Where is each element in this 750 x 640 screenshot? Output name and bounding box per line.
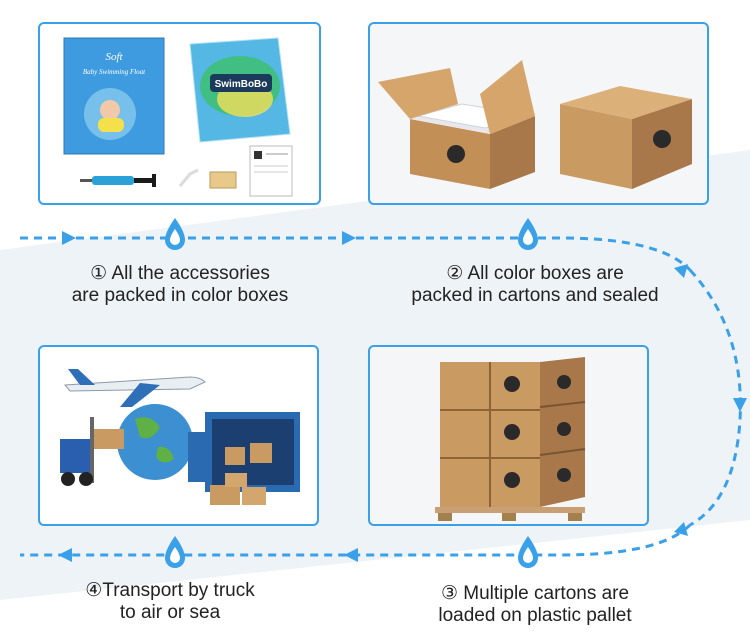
repair-kit: [209, 171, 237, 189]
airplane-icon: [63, 369, 206, 407]
step2-line2: packed in cartons and sealed: [411, 285, 659, 306]
arrow-left-icon: [344, 548, 358, 562]
logo-icon: [447, 145, 465, 163]
pallet-illustration: [435, 357, 586, 521]
step1-image-panel: Soft Baby Swimming Float SwimBoBo: [38, 22, 321, 205]
step4-line1: ④Transport by truck: [40, 580, 300, 602]
qr-code: [254, 151, 262, 159]
step3-image-panel: [368, 345, 649, 526]
arrow-left-icon: [58, 548, 72, 562]
boxes-stack: [210, 473, 266, 505]
product-bag: SwimBoBo: [189, 37, 291, 143]
water-drop-icon: [165, 536, 185, 568]
forklift-icon: [60, 417, 124, 486]
logo-icon: [504, 424, 520, 440]
color-box: Soft Baby Swimming Float: [63, 37, 165, 155]
carton-stack: [440, 357, 586, 507]
top-flow-line: [20, 236, 692, 272]
logo-icon: [557, 422, 571, 436]
globe-icon: [117, 404, 193, 480]
bottom-flow-line: [20, 523, 692, 557]
step4-line2: to air or sea: [119, 602, 221, 623]
arrow-down-icon: [733, 398, 747, 412]
logo-icon: [557, 468, 571, 482]
step1-number: ①: [90, 263, 108, 284]
arrow-right-icon: [342, 231, 356, 245]
transport-illustration: [60, 369, 300, 505]
water-drop-icon: [165, 218, 185, 250]
logo-icon: [653, 130, 671, 148]
step4-image-panel: [38, 345, 319, 526]
truck-icon: [188, 412, 300, 492]
step2-text: All color boxes are: [467, 263, 624, 284]
box-title: Soft: [105, 51, 123, 63]
air-pump: [80, 174, 156, 187]
step2-caption: ② All color boxes are packed in cartons …: [380, 263, 690, 307]
step1-text: All the accessories: [111, 263, 270, 284]
bag-brand: SwimBoBo: [215, 79, 268, 90]
step4-text: Transport by truck: [102, 580, 255, 601]
logo-icon: [504, 376, 520, 392]
logo-icon: [557, 375, 571, 389]
step3-number: ③: [440, 583, 458, 604]
accessories-illustration: Soft Baby Swimming Float SwimBoBo: [63, 37, 293, 197]
open-carton: [378, 60, 535, 189]
step3-caption: ③ Multiple cartons are loaded on plastic…: [400, 583, 670, 627]
step4-number: ④: [85, 580, 103, 601]
arrow-right-icon: [62, 231, 76, 245]
step1-line1: ① All the accessories: [30, 263, 330, 285]
tube: [178, 168, 199, 187]
step2-line1: ② All color boxes are: [380, 263, 690, 285]
step1-caption: ① All the accessories are packed in colo…: [30, 263, 330, 307]
water-drop-icon: [518, 536, 538, 568]
cartons-illustration: [378, 60, 692, 189]
step4-caption: ④Transport by truck to air or sea: [40, 580, 300, 624]
arrow-down-icon: [674, 264, 688, 278]
water-drop-icon: [518, 218, 538, 250]
sealed-carton: [560, 86, 692, 189]
step3-text: Multiple cartons are: [463, 583, 630, 604]
step2-number: ②: [446, 263, 464, 284]
step3-line1: ③ Multiple cartons are: [400, 583, 670, 605]
pallet: [435, 507, 585, 521]
step1-line2: are packed in color boxes: [71, 285, 289, 306]
arrow-down-left-icon: [674, 522, 688, 536]
logo-icon: [504, 472, 520, 488]
step2-image-panel: [368, 22, 709, 205]
right-curve-line: [688, 268, 742, 527]
box-subtitle: Baby Swimming Float: [83, 68, 146, 76]
step3-line2: loaded on plastic pallet: [438, 605, 632, 626]
